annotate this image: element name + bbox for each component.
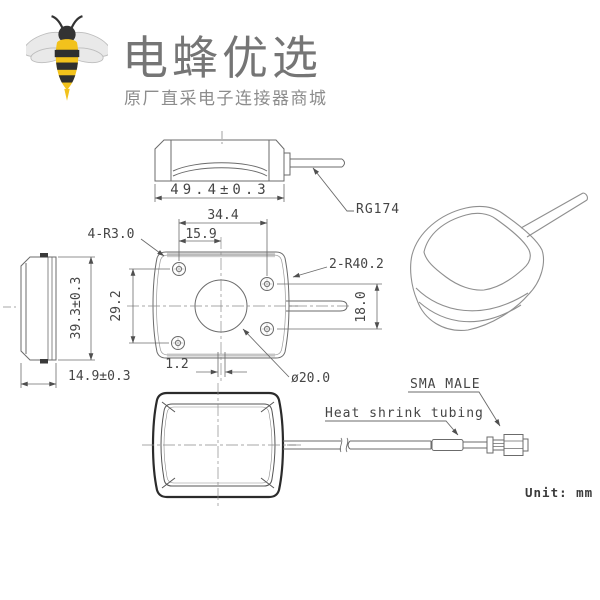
cable-stub [283,440,341,450]
dim-top-width: 49.4±0.3 [170,182,269,198]
cable-run [347,440,432,450]
cable-tail [463,441,487,449]
seam-upper [415,287,529,312]
label-connector: SMA MALE [410,377,481,392]
dia20-leader [242,328,290,378]
cable [290,158,345,168]
pad-bottom [40,359,48,364]
bee-stinger [64,88,70,101]
perspective-view [410,192,588,331]
bottom-outline [151,391,285,499]
cable-assembly [283,391,529,456]
cable-boot [283,152,291,176]
top-face [423,212,531,291]
profile-outline [154,139,285,182]
unit-note: Unit: mm [525,485,593,500]
bottom-view [142,383,302,508]
front-outline [152,251,290,359]
seam-lower [418,301,522,323]
side-profile-view [154,131,354,212]
brand-tagline: 原厂直采电子连接器商城 [124,89,328,108]
rg174-leader [312,167,354,212]
dome-curve [172,162,268,172]
front-inner-outline [156,254,286,356]
brand-header: 电蜂优选 原厂直采电子连接器商城 [0,0,600,120]
perspective-cable [520,192,588,238]
brand-name: 电蜂优选 [122,32,322,84]
cable-break [339,437,349,453]
rg174-label: RG174 [356,202,400,217]
dim-34: 34.4 [207,208,238,223]
corner-bevels [161,401,275,489]
dim-height: 39.3±0.3 [69,277,84,340]
dim-depth: 14.9±0.3 [68,369,131,384]
pad-top [40,253,48,258]
screw-hole-bottom-left [171,336,185,350]
body-silhouette [410,205,545,331]
side-outline [20,256,57,361]
dim-dia20: ø20.0 [291,371,330,386]
bottom-inner-outline [160,403,276,487]
r3-leader [140,238,165,257]
screw-hole-top-left [172,262,186,276]
screw-hole-bottom-right [260,322,274,336]
dim-159: 15.9 [185,227,216,242]
label-side-radius: 2-R40.2 [329,257,384,272]
bee-head [58,25,76,43]
heat-shrink-tube [431,439,464,451]
dim-292: 29.2 [109,290,124,321]
dim-12: 1.2 [165,357,188,372]
bottom-inner-outline-2 [163,406,273,484]
label-tubing: Heat shrink tubing [325,406,484,421]
label-corner-radius: 4-R3.0 [88,227,135,242]
r40-leader [292,266,328,278]
tubing-leader [325,420,459,436]
screw-hole-top-right [260,277,274,291]
sma-leader [408,391,501,427]
sma-connector [486,434,529,456]
left-side-view [3,253,95,388]
front-view [127,219,382,382]
dim-180: 18.0 [354,291,369,322]
front-cable-stub [286,300,348,312]
bee-icon [26,15,108,101]
